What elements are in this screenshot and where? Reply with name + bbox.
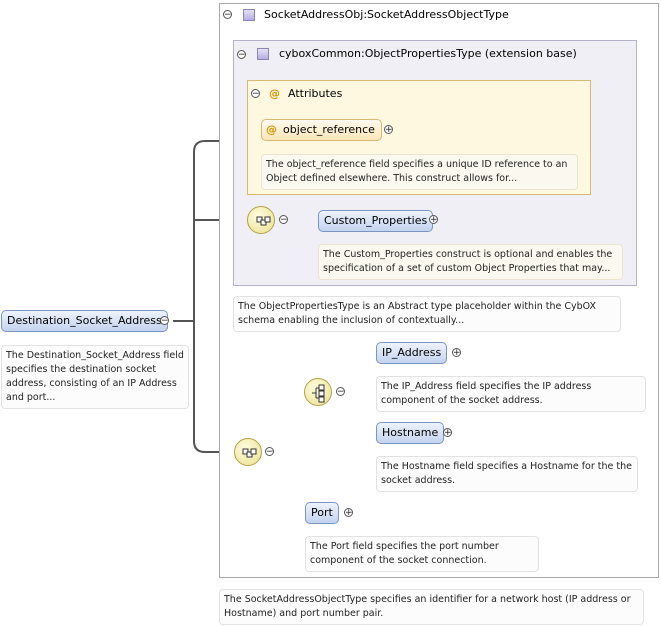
destination-socket-address-node[interactable]: Destination_Socket_Address [1,310,168,332]
main-sequence-compositor-icon[interactable] [234,438,262,466]
port-doc: The Port field specifies the port number… [305,536,539,572]
attributes-icon: @ [269,87,280,100]
attributes-label: Attributes [288,87,343,100]
custom-properties-node[interactable]: Custom_Properties [318,210,434,232]
attributes-collapse-toggle[interactable]: − [251,89,260,99]
type-label: SocketAddressObj:SocketAddressObjectType [264,8,509,21]
extension-type-icon [257,48,269,60]
type-doc: The SocketAddressObjectType specifies an… [219,589,644,625]
attribute-icon: @ [266,123,277,136]
custom-properties-expand-toggle[interactable]: + [429,215,438,225]
destination-socket-address-doc: The Destination_Socket_Address field spe… [1,345,189,409]
ip-address-node[interactable]: IP_Address [376,342,448,364]
root-collapse-toggle[interactable]: − [160,316,169,326]
type-collapse-toggle[interactable]: − [223,10,232,20]
extension-label: cyboxCommon:ObjectPropertiesType (extens… [279,47,577,60]
extension-doc: The ObjectPropertiesType is an Abstract … [233,296,621,332]
object-reference-expand-toggle[interactable]: + [384,125,393,135]
port-expand-toggle[interactable]: + [344,508,353,518]
choice-compositor-icon[interactable] [304,378,332,406]
port-node[interactable]: Port [305,502,339,524]
hostname-expand-toggle[interactable]: + [443,428,452,438]
hostname-node[interactable]: Hostname [376,422,445,444]
custom-sequence-collapse-toggle[interactable]: − [279,215,288,225]
choice-collapse-toggle[interactable]: − [336,387,345,397]
main-sequence-glyph [242,448,257,458]
hostname-doc: The Hostname field specifies a Hostname … [376,456,638,492]
choice-glyph [312,384,325,403]
custom-properties-doc: The Custom_Properties construct is optio… [318,244,623,280]
ip-address-expand-toggle[interactable]: + [452,348,461,358]
connector-main-sequence [193,321,234,453]
sequence-glyph [256,216,271,226]
object-reference-label: object_reference [283,123,375,136]
main-sequence-collapse-toggle[interactable]: − [265,447,274,457]
object-reference-doc: The object_reference field specifies a u… [261,154,578,190]
ip-address-doc: The IP_Address field specifies the IP ad… [376,376,646,412]
complex-type-icon [243,9,255,21]
sequence-compositor-icon[interactable] [247,206,275,234]
object-reference-node[interactable]: @ object_reference [261,119,382,141]
connector-attributes [193,140,247,321]
extension-collapse-toggle[interactable]: − [237,50,246,60]
